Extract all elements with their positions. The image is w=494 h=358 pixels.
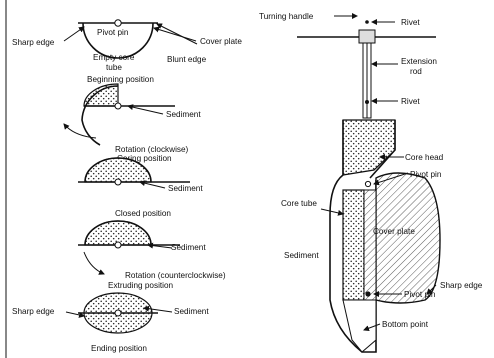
label-rotation-counterclockwise: Rotation (counterclockwise): [125, 271, 226, 280]
label-sediment-3: Sediment: [171, 243, 206, 252]
label-sediment-1: Sediment: [166, 110, 201, 119]
label-extension-rod-2: rod: [410, 67, 422, 76]
stage-ending: [66, 293, 172, 333]
label-rivet-mid: Rivet: [401, 97, 420, 106]
label-empty-core-tube: tube: [106, 63, 122, 72]
label-cover-plate-left: Cover plate: [200, 37, 242, 46]
stage-beginning: [64, 84, 175, 145]
label-empty-core: Empty core: [93, 53, 135, 62]
label-rotation-clockwise: Rotation (clockwise): [115, 145, 189, 154]
label-sharp-edge-top: Sharp edge: [12, 38, 55, 47]
label-beginning-position: Beginning position: [87, 75, 154, 84]
label-bottom-point: Bottom point: [382, 320, 429, 329]
label-cover-plate-right: Cover plate: [373, 227, 415, 236]
stage-closed: [78, 221, 180, 274]
label-sediment-2: Sediment: [168, 184, 203, 193]
label-rivet-top: Rivet: [401, 18, 420, 27]
label-closed-position: Closed position: [115, 209, 171, 218]
label-core-head: Core head: [405, 153, 444, 162]
label-core-tube: Core tube: [281, 199, 317, 208]
label-sharp-edge-right: Sharp edge: [440, 281, 483, 290]
label-pivot-pin: Pivot pin: [97, 28, 129, 37]
label-extruding-position: Extruding position: [108, 281, 174, 290]
pointer-core-tube: [321, 209, 343, 214]
label-blunt-edge: Blunt edge: [167, 55, 207, 64]
label-sediment-4: Sediment: [174, 307, 209, 316]
label-ending-position: Ending position: [91, 344, 147, 353]
label-pivot-pin-bottom: Pivot pin: [404, 290, 436, 299]
label-turning-handle: Turning handle: [259, 12, 314, 21]
label-sediment-right: Sediment: [284, 251, 319, 260]
label-extension-rod: Extension: [401, 57, 437, 66]
label-pivot-pin-right: Pivot pin: [410, 170, 442, 179]
label-sharp-edge-bottom: Sharp edge: [12, 307, 55, 316]
